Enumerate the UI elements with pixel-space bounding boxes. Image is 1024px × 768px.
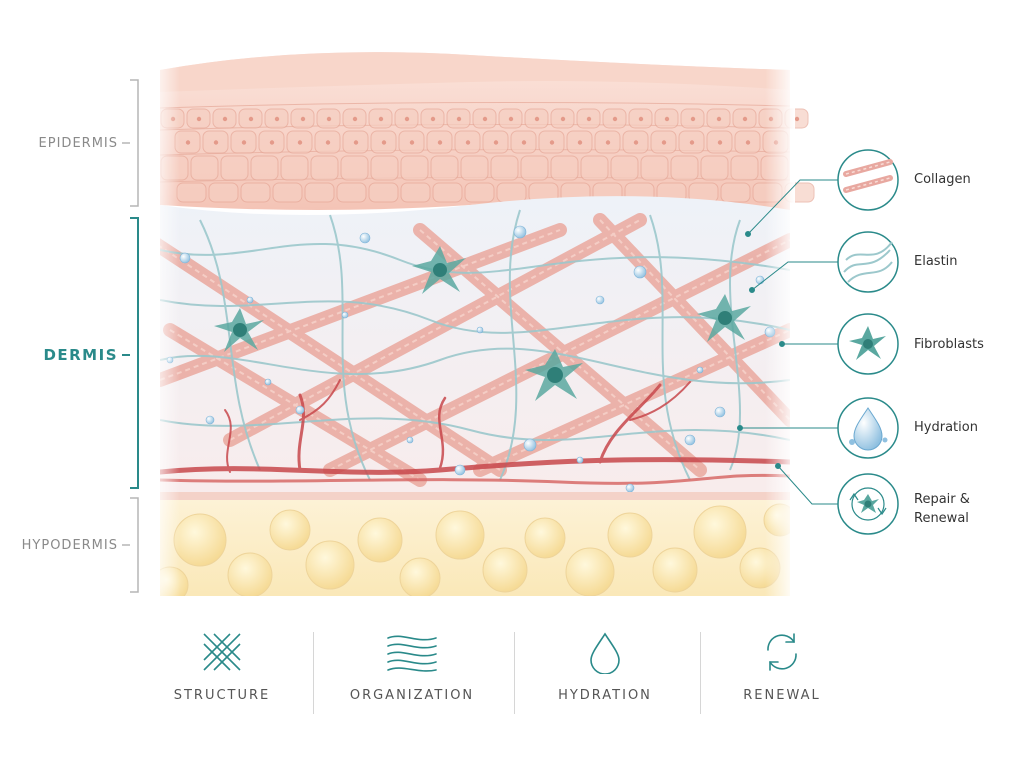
epidermis-layer bbox=[160, 52, 814, 210]
structure-feature: STRUCTURE bbox=[150, 630, 294, 720]
aligned-fibers-icon bbox=[384, 630, 440, 674]
collagen-legend-icon bbox=[838, 150, 898, 210]
structure-label: STRUCTURE bbox=[150, 688, 294, 703]
hydration-label: Hydration bbox=[914, 418, 1019, 437]
elastin-label: Elastin bbox=[914, 252, 1019, 271]
fibroblasts-legend-icon bbox=[838, 314, 898, 374]
refresh-cycle-icon bbox=[760, 630, 804, 674]
organization-label: ORGANIZATION bbox=[330, 688, 494, 703]
hypodermis-layer bbox=[152, 492, 796, 603]
hydration-bottom-label: HYDRATION bbox=[530, 688, 680, 703]
renewal-feature: RENEWAL bbox=[712, 630, 852, 720]
dermis-label: DERMIS bbox=[0, 346, 118, 364]
collagen-label: Collagen bbox=[914, 170, 1019, 189]
hypodermis-label: HYPODERMIS bbox=[0, 538, 118, 553]
divider-3 bbox=[700, 632, 701, 714]
fibroblasts-label: Fibroblasts bbox=[914, 335, 1019, 354]
renewal-label: RENEWAL bbox=[712, 688, 852, 703]
repair-label-line1: Repair & bbox=[914, 492, 970, 507]
epidermis-label: EPIDERMIS bbox=[0, 136, 118, 151]
skin-cross-section-diagram bbox=[0, 0, 1024, 620]
organization-feature: ORGANIZATION bbox=[330, 630, 494, 720]
water-drop-icon bbox=[583, 630, 627, 674]
repair-renewal-legend-icon bbox=[838, 474, 898, 534]
hydration-feature: HYDRATION bbox=[530, 630, 680, 720]
hydration-legend-icon bbox=[838, 398, 898, 458]
repair-label-line2: Renewal bbox=[914, 511, 969, 526]
elastin-legend-icon bbox=[838, 232, 898, 292]
dermis-layer bbox=[150, 196, 790, 492]
mesh-icon bbox=[200, 630, 244, 674]
layer-brackets bbox=[122, 80, 138, 592]
divider-2 bbox=[514, 632, 515, 714]
repair-renewal-label: Repair & Renewal bbox=[914, 490, 1019, 528]
divider-1 bbox=[313, 632, 314, 714]
